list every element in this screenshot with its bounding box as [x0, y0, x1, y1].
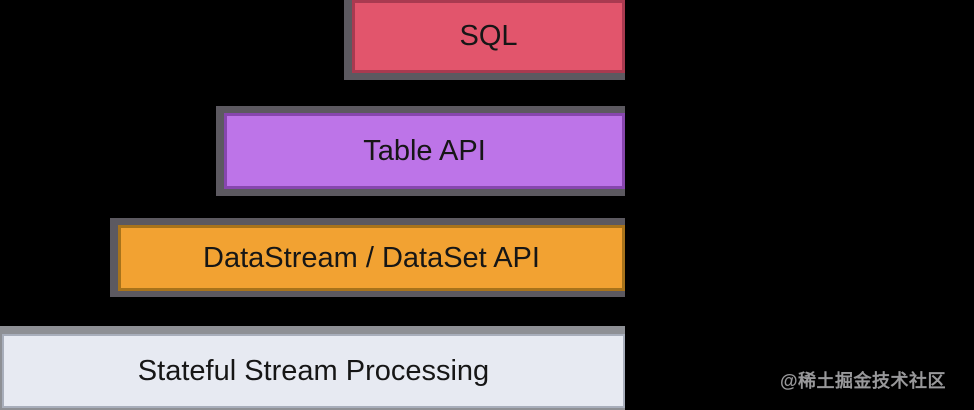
layer-datastream-dataset-api-box: DataStream / DataSet API [118, 225, 625, 291]
layer-datastream-dataset-api: DataStream / DataSet API [110, 218, 625, 297]
layer-sql-label: SQL [459, 20, 518, 52]
layer-table-api: Table API [216, 106, 625, 196]
layer-datastream-dataset-api-label: DataStream / DataSet API [203, 241, 540, 274]
layer-sql-box: SQL [352, 0, 625, 73]
layer-stateful-stream-processing: Stateful Stream Processing [0, 326, 625, 410]
layer-stateful-stream-processing-label: Stateful Stream Processing [137, 354, 490, 387]
layer-sql: SQL [344, 0, 625, 80]
juejin-watermark: @稀土掘金技术社区 [779, 371, 946, 391]
layer-stateful-stream-processing-box: Stateful Stream Processing [2, 334, 625, 408]
layer-table-api-label: Table API [363, 134, 486, 167]
layer-table-api-box: Table API [224, 113, 625, 189]
